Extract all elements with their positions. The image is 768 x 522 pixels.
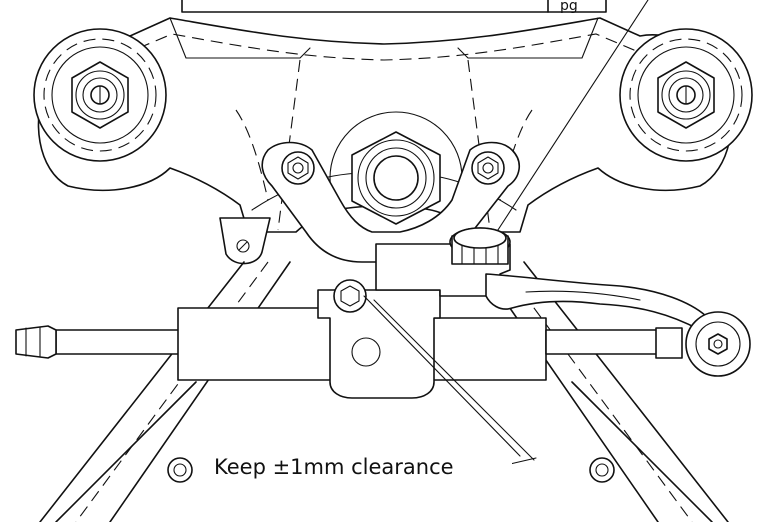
cap-leader-line xyxy=(493,0,649,237)
left-fork-cap xyxy=(33,28,167,162)
right-fork-cap xyxy=(619,28,753,162)
top-label-box: pg xyxy=(181,0,607,14)
stem-nut xyxy=(329,111,463,245)
steering-damper xyxy=(15,227,751,399)
lower-mount-right xyxy=(589,457,615,483)
top-box-label: pg xyxy=(560,0,578,14)
damper-bracket xyxy=(261,141,520,263)
clearance-label: Keep ±1mm clearance xyxy=(214,455,454,479)
lower-mount-left xyxy=(167,457,193,483)
clearance-callout: Keep ±1mm clearance xyxy=(206,295,537,480)
left-tab xyxy=(219,217,271,265)
